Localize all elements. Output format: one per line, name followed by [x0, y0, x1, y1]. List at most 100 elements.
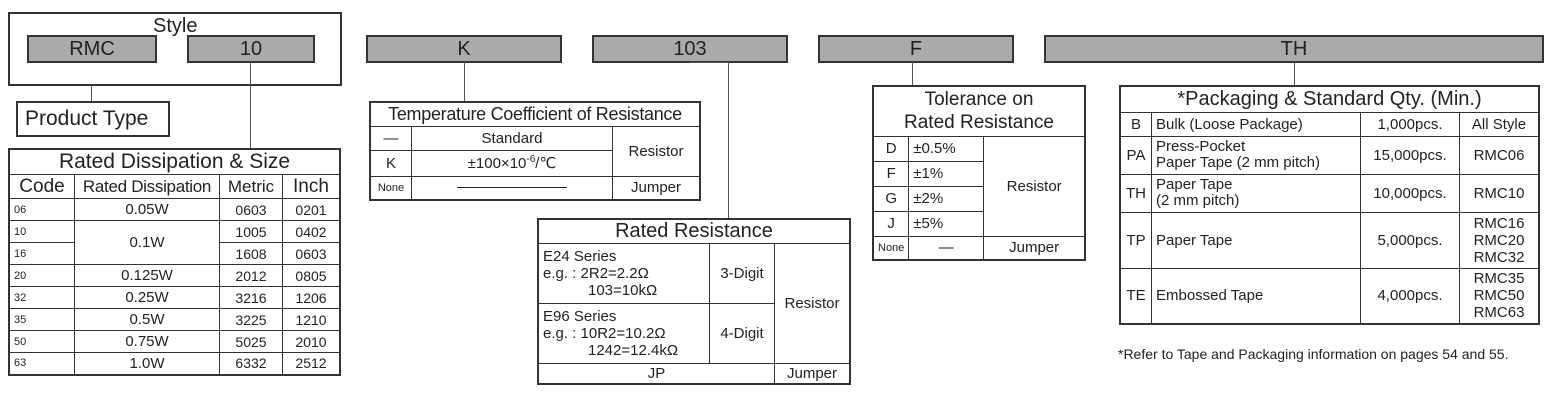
row-power: 0.25W — [74, 286, 220, 309]
tcr-value: Standard — [411, 125, 613, 151]
packaging-type: Paper Tape — [1151, 211, 1361, 269]
e96-example-2: 1242=12.4kΩ — [588, 342, 679, 359]
tcr-value — [411, 175, 613, 201]
table-row: 06 0.05W 0603 0201 — [8, 198, 341, 221]
packaging-type-line-2: Paper Tape (2 mm pitch) — [1156, 154, 1320, 171]
dissipation-title: Rated Dissipation & Size — [8, 148, 341, 175]
table-row: PA Press-Pocket Paper Tape (2 mm pitch) … — [1119, 135, 1540, 175]
row-metric: 1608 — [219, 242, 283, 265]
packaging-qty: 4,000pcs. — [1360, 267, 1460, 325]
col-header-inch: Inch — [282, 174, 341, 199]
connector-line — [728, 62, 729, 218]
table-row: 63 1.0W 6332 2512 — [8, 352, 341, 375]
table-row: B Bulk (Loose Package) 1,000pcs. All Sty… — [1119, 111, 1540, 137]
e96-example-1: e.g. : 10R2=10.2Ω — [543, 325, 666, 342]
tolerance-code: G — [872, 185, 910, 212]
tolerance-title: Tolerance on Rated Resistance — [872, 85, 1086, 137]
packaging-type: Press-Pocket Paper Tape (2 mm pitch) — [1151, 135, 1361, 175]
table-row: J ±5% — [872, 210, 1085, 237]
connector-line — [250, 62, 251, 148]
connector-line — [91, 85, 92, 102]
e96-title: E96 Series — [543, 308, 617, 325]
table-row: None Jumper — [369, 175, 701, 201]
tcr-value-unit: /℃ — [535, 155, 557, 172]
rated-resistance-resistor: Resistor — [774, 243, 851, 364]
packaging-style-line: RMC63 — [1473, 304, 1525, 322]
connector-line — [690, 62, 729, 63]
table-row: E24 Series e.g. : 2R2=2.2Ω 103=10kΩ 3-Di… — [537, 243, 851, 364]
tolerance-code: J — [872, 210, 910, 237]
rated-resistance-table: Rated Resistance E24 Series e.g. : 2R2=2… — [537, 218, 851, 385]
table-row: 20 0.125W 2012 0805 — [8, 264, 341, 287]
packaging-style: RMC06 — [1459, 135, 1540, 175]
dissipation-table: Rated Dissipation & Size Code Rated Diss… — [8, 148, 341, 376]
code-box-rmc: RMC — [27, 35, 157, 63]
e24-example-2: 103=10kΩ — [588, 282, 658, 299]
table-row: None — Jumper — [872, 235, 1086, 261]
tolerance-value: ±5% — [908, 210, 985, 237]
packaging-qty: 5,000pcs. — [1360, 211, 1460, 269]
row-code: 50 — [8, 330, 75, 353]
row-metric: 3225 — [219, 308, 283, 331]
packaging-style-line: RMC20 — [1473, 231, 1525, 249]
col-header-rated-dissipation: Rated Dissipation — [74, 174, 220, 199]
tcr-jumper: Jumper — [612, 175, 701, 201]
row-code: 06 — [8, 198, 75, 221]
table-row: JP Jumper — [537, 363, 851, 384]
row-inch: 0201 — [282, 198, 341, 221]
connector-line — [1294, 62, 1295, 85]
tcr-table: Temperature Coefficient of Resistance — … — [369, 101, 701, 201]
row-metric: 5025 — [219, 330, 283, 353]
packaging-style: RMC35 RMC50 RMC63 — [1459, 267, 1540, 325]
packaging-table: *Packaging & Standard Qty. (Min.) B Bulk… — [1119, 85, 1540, 325]
table-row: F ±1% — [872, 160, 1085, 187]
tolerance-code: D — [872, 135, 910, 162]
row-metric: 3216 — [219, 286, 283, 309]
row-inch: 2512 — [282, 352, 341, 375]
tolerance-value: ±2% — [908, 185, 985, 212]
code-box-tolerance: F — [818, 35, 1014, 63]
e24-title: E24 Series — [543, 248, 617, 265]
packaging-style: RMC10 — [1459, 173, 1540, 213]
tolerance-value: — — [908, 235, 985, 261]
row-metric: 1005 — [219, 220, 283, 243]
row-inch: 1206 — [282, 286, 341, 309]
table-row: TP Paper Tape 5,000pcs. RMC16 RMC20 RMC3… — [1119, 211, 1540, 269]
code-box-resistance: 103 — [592, 35, 788, 63]
tcr-code: K — [369, 149, 412, 177]
tcr-value: ±100×10-6/℃ — [411, 149, 613, 177]
rated-resistance-title: Rated Resistance — [537, 218, 851, 244]
packaging-qty: 15,000pcs. — [1360, 135, 1460, 175]
packaging-title: *Packaging & Standard Qty. (Min.) — [1119, 85, 1540, 113]
style-label: Style — [148, 16, 203, 36]
row-inch: 1210 — [282, 308, 341, 331]
table-row: E96 Series e.g. : 10R2=10.2Ω 1242=12.4kΩ… — [537, 303, 850, 364]
table-row: 50 0.75W 5025 2010 — [8, 330, 341, 353]
tcr-value-exp: -6 — [526, 154, 536, 165]
tcr-title: Temperature Coefficient of Resistance — [369, 101, 701, 127]
rated-resistance-jumper: Jumper — [774, 363, 851, 384]
row-power: 0.125W — [74, 264, 220, 287]
rated-resistance-jp: JP — [537, 363, 775, 384]
row-inch: 0805 — [282, 264, 341, 287]
row-power: 1.0W — [74, 352, 220, 375]
packaging-type: Embossed Tape — [1151, 267, 1361, 325]
row-inch: 2010 — [282, 330, 341, 353]
tolerance-resistor: Resistor — [983, 135, 1086, 237]
packaging-type: Paper Tape (2 mm pitch) — [1151, 173, 1361, 213]
row-power: 0.1W — [74, 220, 220, 265]
tcr-resistor: Resistor — [612, 125, 701, 177]
packaging-code: PA — [1119, 135, 1152, 175]
product-type-label: Product Type — [16, 101, 170, 137]
packaging-style-line: RMC32 — [1473, 248, 1525, 266]
row-inch: 0603 — [282, 242, 341, 265]
table-row: G ±2% — [872, 185, 1085, 212]
connector-line — [912, 62, 913, 85]
row-power: 0.5W — [74, 308, 220, 331]
col-header-metric: Metric — [219, 174, 283, 199]
code-box-tcr: K — [366, 35, 562, 63]
tolerance-code: F — [872, 160, 910, 187]
packaging-style: All Style — [1459, 111, 1540, 137]
table-row: TE Embossed Tape 4,000pcs. RMC35 RMC50 R… — [1119, 267, 1540, 325]
e24-cell: E24 Series e.g. : 2R2=2.2Ω 103=10kΩ — [537, 243, 710, 304]
